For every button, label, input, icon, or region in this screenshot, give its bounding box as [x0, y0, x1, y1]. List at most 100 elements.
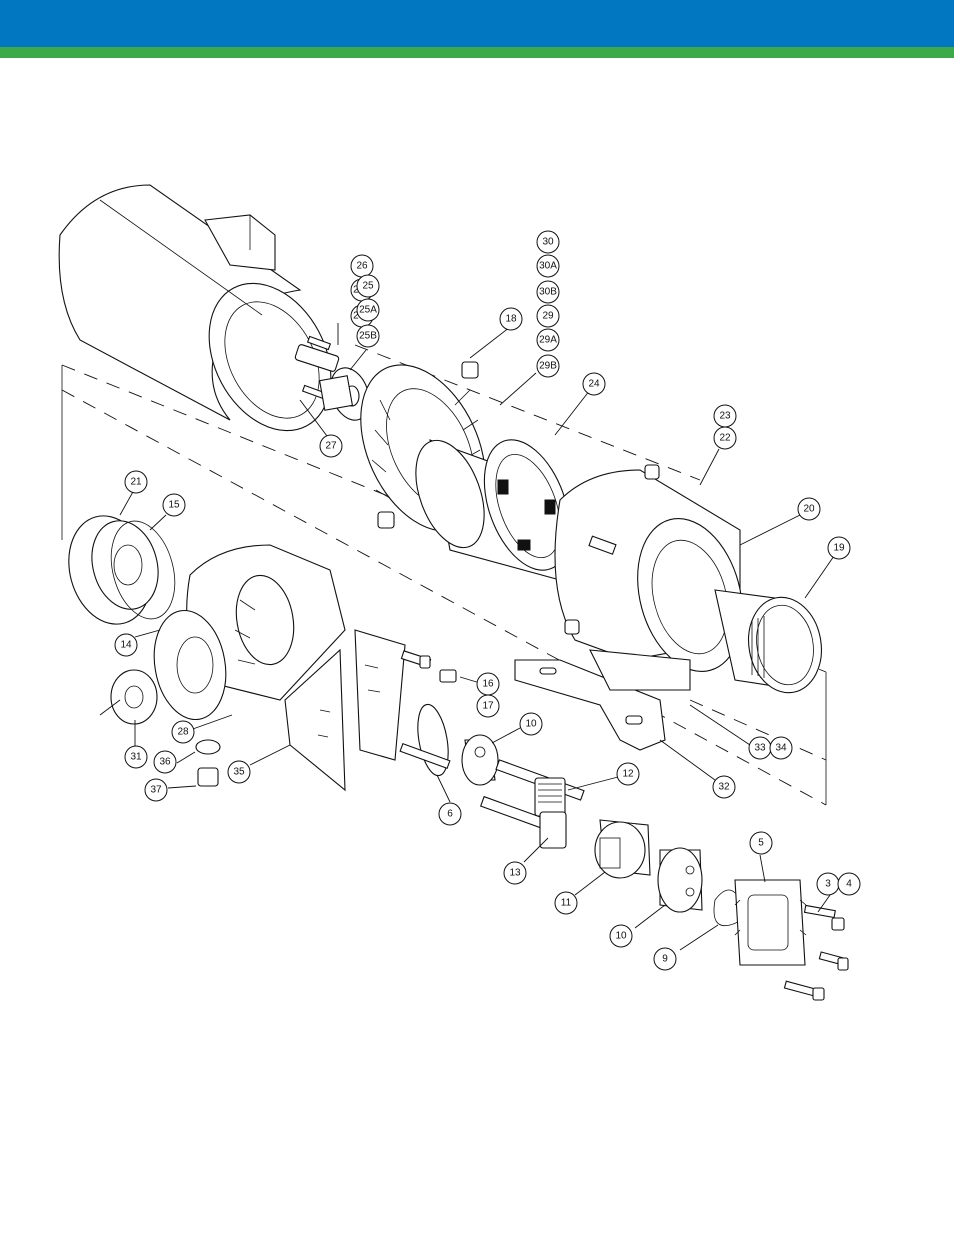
callout-circle — [144, 778, 168, 802]
callout-label: 32 — [718, 782, 730, 793]
callout-circle — [162, 493, 186, 517]
callout-circle — [536, 304, 560, 328]
callout-label: 19 — [833, 543, 845, 554]
callout-label: 36 — [159, 757, 171, 768]
callout-22: 22 — [713, 426, 737, 450]
callout-circle — [319, 434, 343, 458]
callout-13: 13 — [503, 861, 527, 885]
callout-label: 16 — [482, 679, 494, 690]
callout-circle — [356, 324, 380, 348]
callout-label: 13 — [509, 868, 521, 879]
pump-case — [110, 544, 346, 787]
sleeve — [714, 589, 822, 694]
callout-circle — [554, 891, 578, 915]
callout-label: 20 — [803, 504, 815, 515]
callout-circle — [536, 254, 560, 278]
callout-label: 10 — [525, 719, 537, 730]
callout-circle — [536, 328, 560, 352]
callout-circle — [124, 470, 148, 494]
callout-21: 21 — [124, 470, 148, 494]
impeller — [68, 515, 176, 625]
header-green-bar — [0, 47, 954, 58]
callout-circle — [837, 872, 861, 896]
callout-label: 25B — [359, 331, 377, 342]
callout-label: 30B — [539, 287, 557, 298]
callout-label: 12 — [622, 769, 634, 780]
cap-screws — [783, 904, 849, 1001]
callout-11: 11 — [554, 891, 578, 915]
callout-15: 15 — [162, 493, 186, 517]
callout-label: 29B — [539, 361, 557, 372]
callout-6: 6 — [438, 802, 462, 826]
callout-29b: 29B — [536, 354, 560, 378]
callout-23: 23 — [713, 404, 737, 428]
callout-circle — [356, 274, 380, 298]
callout-label: 3 — [825, 879, 831, 890]
callout-label: 37 — [150, 785, 162, 796]
callout-circle — [227, 760, 251, 784]
callout-label: 25A — [359, 305, 377, 316]
callout-circle — [536, 280, 560, 304]
callout-circle — [749, 831, 773, 855]
callout-circle — [536, 230, 560, 254]
callout-label: 30 — [542, 237, 554, 248]
callout-label: 22 — [719, 433, 731, 444]
callout-label: 29A — [539, 335, 557, 346]
callout-circle — [616, 762, 640, 786]
callout-14: 14 — [114, 633, 138, 657]
callout-circle — [582, 372, 606, 396]
callout-label: 28 — [177, 727, 189, 738]
callout-label: 29 — [542, 311, 554, 322]
callout-circle — [124, 745, 148, 769]
callout-label: 9 — [662, 954, 668, 965]
callout-12: 12 — [616, 762, 640, 786]
callout-18: 18 — [499, 307, 523, 331]
callout-circle — [153, 750, 177, 774]
callout-circle — [356, 298, 380, 322]
callout-label: 10 — [615, 931, 627, 942]
callout-30b: 30B — [536, 280, 560, 304]
callout-label: 31 — [130, 752, 142, 763]
callout-33: 33 — [748, 736, 772, 760]
callout-25: 25 — [356, 274, 380, 298]
callout-label: 6 — [447, 809, 453, 820]
mounting-foot — [514, 649, 691, 751]
callout-label: 34 — [775, 743, 787, 754]
callout-circle — [503, 861, 527, 885]
callout-label: 17 — [482, 701, 494, 712]
callout-label: 27 — [325, 441, 337, 452]
callout-10: 10 — [609, 924, 633, 948]
callout-leaders — [99, 323, 835, 951]
callout-label: 4 — [846, 879, 852, 890]
callout-25b: 25B — [356, 324, 380, 348]
retaining-ring — [399, 703, 451, 777]
callout-circle — [536, 354, 560, 378]
bolts-16-17 — [400, 650, 457, 683]
callout-label: 18 — [505, 314, 517, 325]
callout-circle — [438, 802, 462, 826]
callout-circle — [519, 712, 543, 736]
callout-16: 16 — [476, 672, 500, 696]
callout-27: 27 — [319, 434, 343, 458]
callout-36: 36 — [153, 750, 177, 774]
callout-35: 35 — [227, 760, 251, 784]
pump-cover — [734, 879, 807, 966]
callout-label: 35 — [233, 767, 245, 778]
callout-label: 25 — [362, 281, 374, 292]
callout-20: 20 — [797, 497, 821, 521]
callout-circle — [114, 633, 138, 657]
callout-circle — [499, 307, 523, 331]
callout-26: 26 — [350, 254, 374, 278]
callout-circle — [797, 497, 821, 521]
callout-3: 3 — [816, 872, 840, 896]
callout-circle — [769, 736, 793, 760]
callout-28: 28 — [171, 720, 195, 744]
callout-30a: 30A — [536, 254, 560, 278]
callout-25a: 25A — [356, 298, 380, 322]
callout-label: 15 — [168, 500, 180, 511]
callout-29a: 29A — [536, 328, 560, 352]
callout-circle — [712, 775, 736, 799]
callout-circle — [653, 947, 677, 971]
callout-34: 34 — [769, 736, 793, 760]
